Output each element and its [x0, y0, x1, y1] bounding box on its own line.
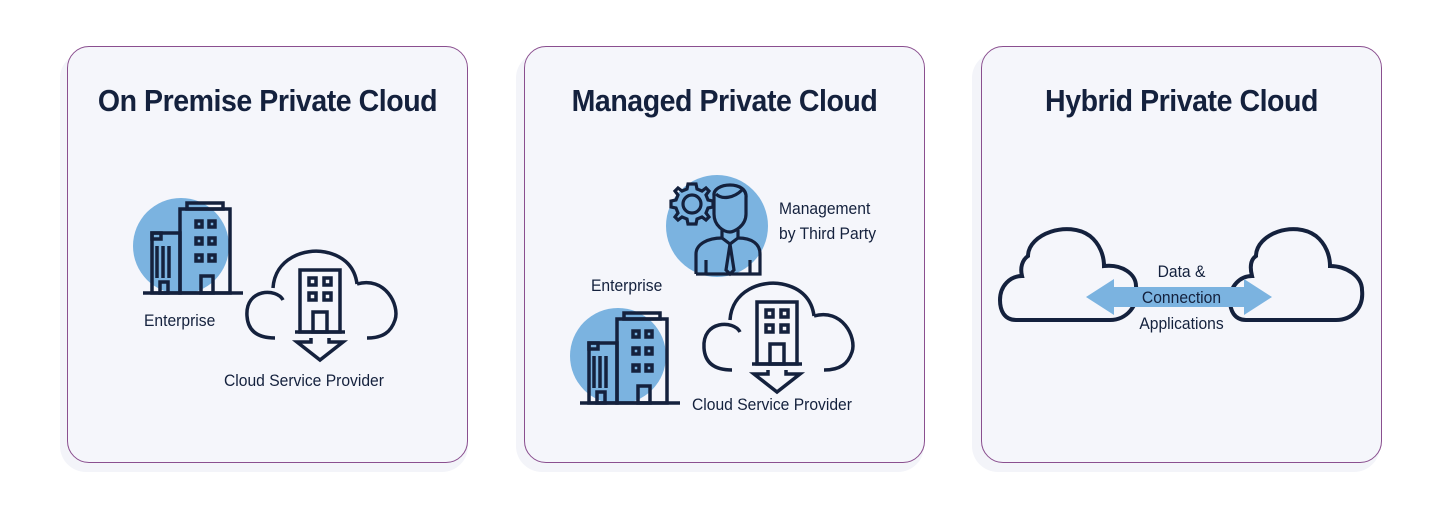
panel-title: Hybrid Private Cloud	[1045, 83, 1318, 118]
building-icon	[133, 198, 243, 295]
data-label-line1: Data &	[1157, 262, 1206, 281]
provider-label: Cloud Service Provider	[224, 371, 384, 390]
panel-on-premise: On Premise Private Cloud	[67, 46, 468, 463]
cloud-icon	[997, 227, 1139, 322]
building-icon	[570, 308, 680, 405]
enterprise-label: Enterprise	[591, 276, 663, 295]
double-arrow-icon	[1086, 279, 1272, 315]
provider-label: Cloud Service Provider	[692, 395, 852, 414]
data-label-line3: Applications	[1139, 314, 1224, 333]
management-label-line1: Management	[779, 199, 871, 218]
enterprise-label: Enterprise	[144, 311, 216, 330]
panel-title: On Premise Private Cloud	[97, 83, 438, 118]
management-label-line2: by Third Party	[779, 224, 877, 243]
panel-hybrid: Hybrid Private Cloud	[981, 46, 1382, 463]
cloud-building-download-icon	[702, 281, 855, 395]
manager-gear-icon	[666, 175, 768, 277]
cloud-icon	[1227, 227, 1365, 322]
cloud-building-download-icon	[245, 249, 398, 363]
panel-title: Managed Private Cloud	[571, 83, 878, 118]
data-label-line2: Connection	[1141, 288, 1222, 307]
